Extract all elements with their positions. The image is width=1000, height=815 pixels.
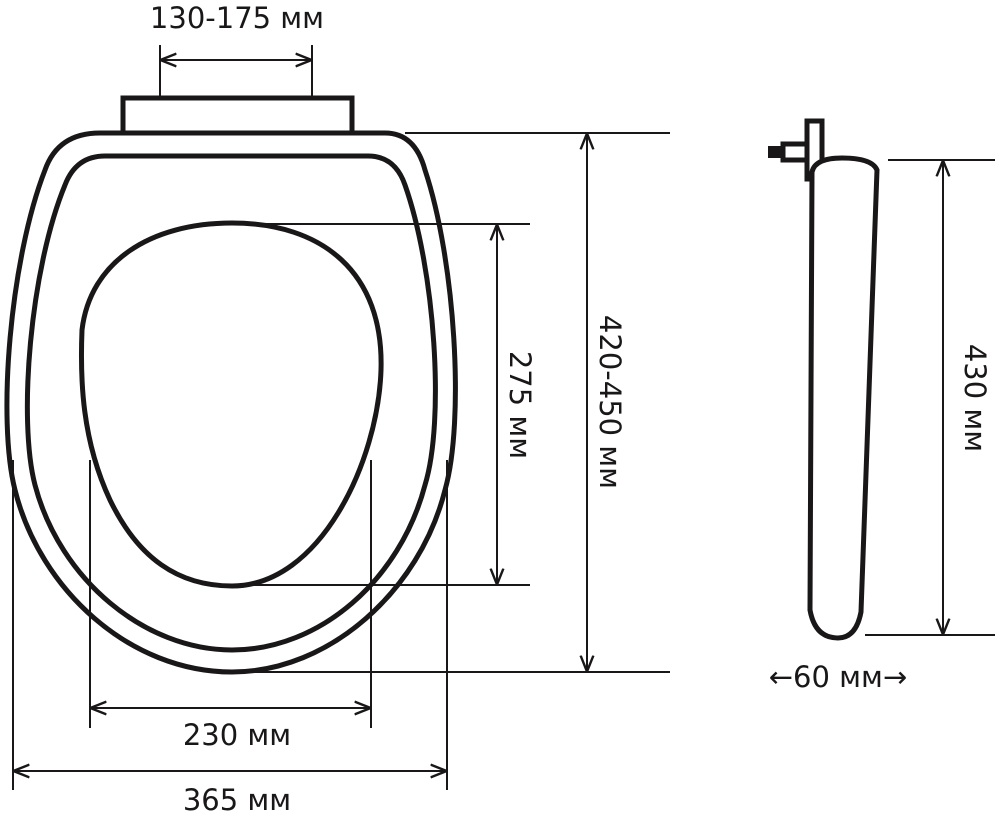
hinge-spacing-label: 130-175 мм — [150, 1, 324, 35]
seat-length-label: 420-450 мм — [593, 315, 627, 489]
seat-width-dimension: 365 мм — [12, 460, 448, 815]
side-view — [768, 118, 880, 641]
seat-width-label: 365 мм — [183, 783, 291, 815]
side-length-dimension: 430 мм — [865, 159, 995, 636]
hole-length-label: 275 мм — [503, 351, 537, 459]
hole-width-label: 230 мм — [183, 718, 291, 752]
side-length-label: 430 мм — [958, 344, 992, 452]
hole-length-dimension: 275 мм — [232, 223, 537, 586]
side-thickness-label: ←60 мм→ — [769, 660, 907, 694]
side-hinge-bolt — [780, 141, 810, 163]
seat-length-dimension: 420-450 мм — [240, 132, 670, 673]
hinge-block — [120, 95, 355, 137]
seat-hole-outline — [78, 220, 384, 589]
hole-width-dimension: 230 мм — [89, 460, 372, 752]
side-hinge-nut — [768, 146, 782, 158]
side-seat-outline — [807, 155, 880, 641]
hinge-spacing-dimension: 130-175 мм — [150, 1, 324, 98]
